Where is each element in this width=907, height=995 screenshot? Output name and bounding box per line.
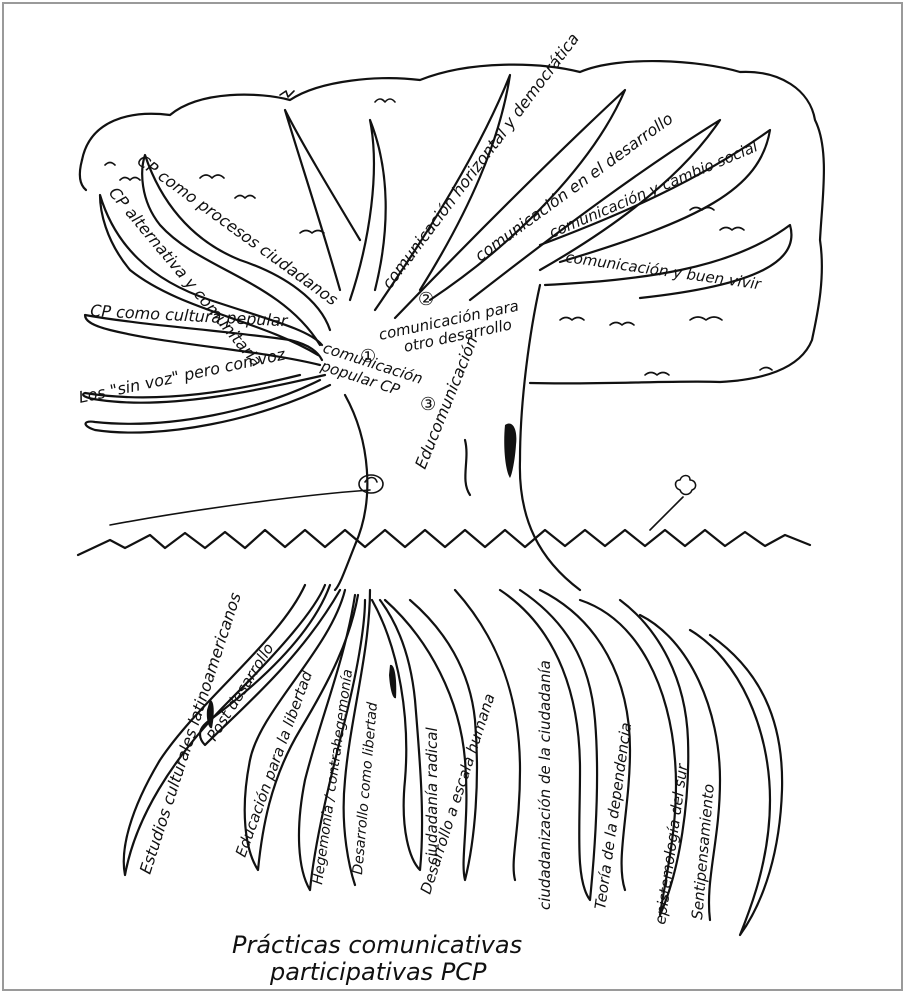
caption-line-2: participativas PCP — [269, 958, 487, 986]
canopy-left-edge — [80, 160, 86, 190]
root-label-estudios: Estudios culturales latinoamericanos — [136, 590, 245, 876]
root-label-ciudadanizacion: ciudadanización de la ciudadanía — [536, 660, 554, 910]
caption-line-1: Prácticas comunicativas — [232, 931, 522, 959]
branch-label-sin-voz: Los "sin voz" pero con voz — [77, 344, 287, 406]
root-label-desarrollo-libertad: Desarrollo como libertad — [350, 701, 381, 875]
branch-label-cultura: CP como cultura pepular — [90, 301, 289, 330]
trunk-number-2: ② — [418, 289, 434, 310]
ground-line — [78, 530, 810, 555]
root-label-epistemologia: epistemología del sur — [651, 762, 691, 926]
flowers — [110, 475, 696, 530]
